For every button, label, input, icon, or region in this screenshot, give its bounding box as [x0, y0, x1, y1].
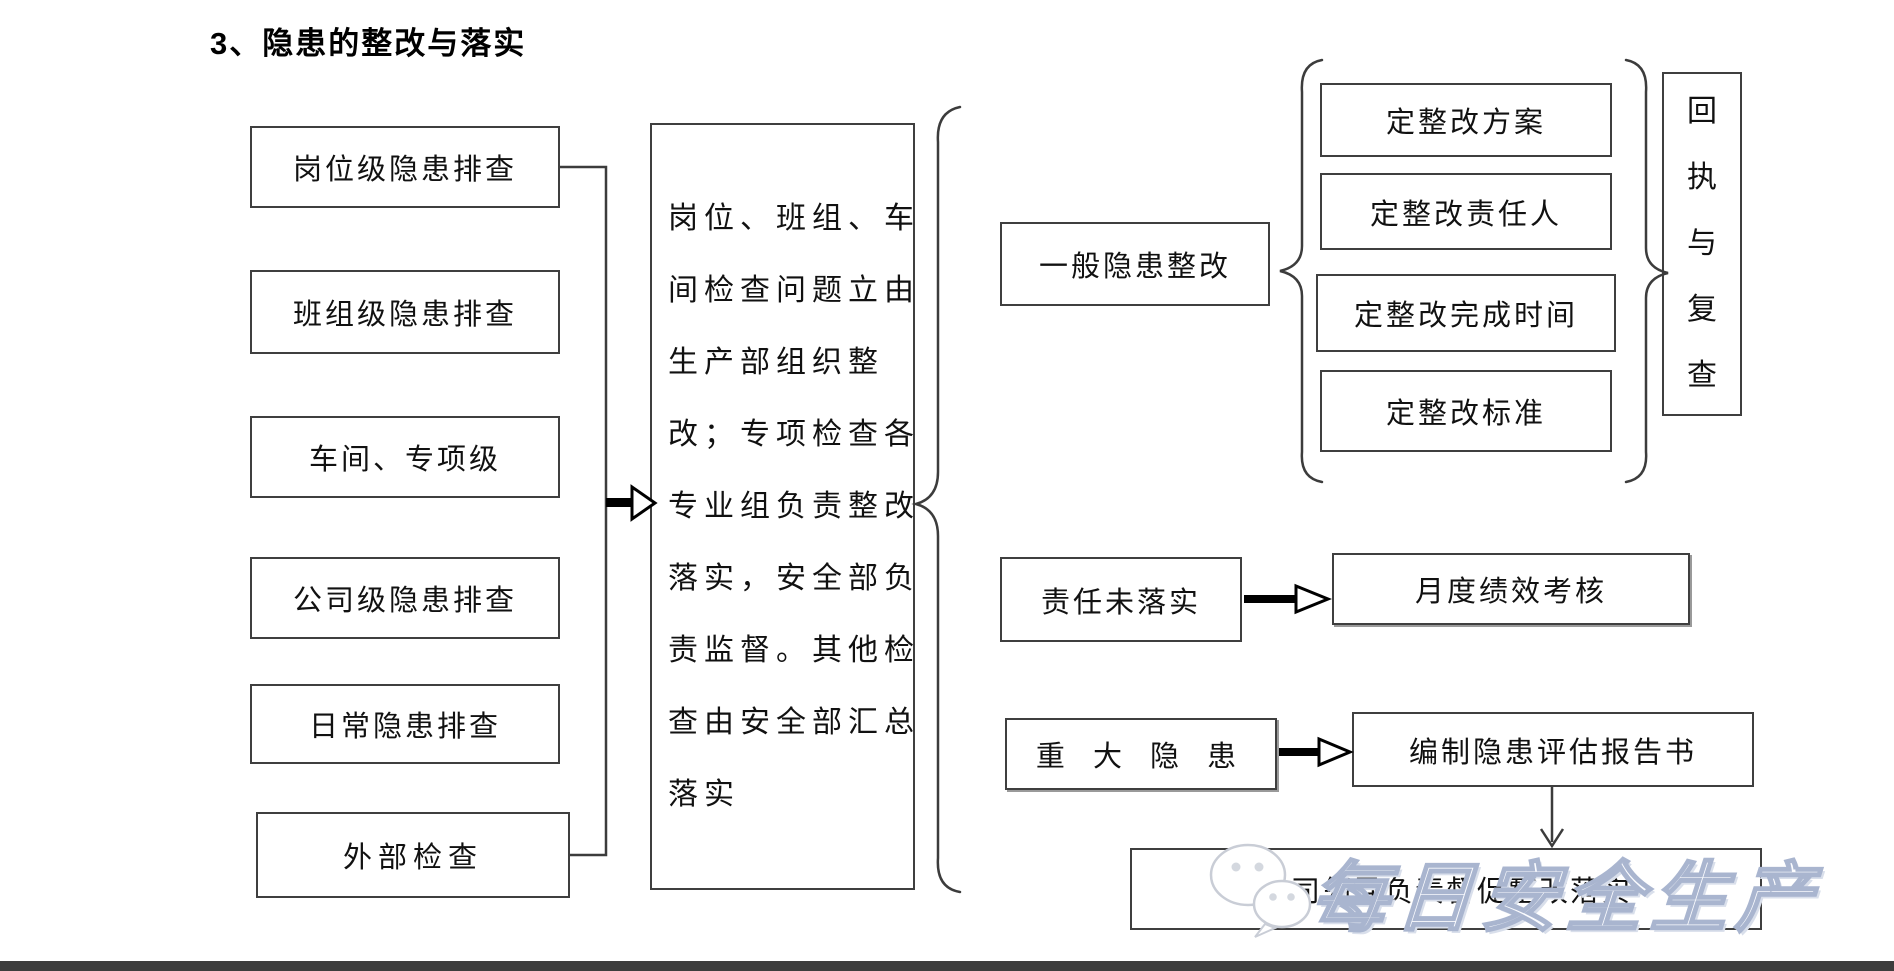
box-daily-check: 日常隐患排查: [250, 684, 560, 764]
box-step-completion-time: 定整改完成时间: [1316, 274, 1616, 352]
main-arrow-shaft: [606, 498, 634, 507]
center-note-line: 生产部组织整: [668, 345, 884, 379]
main-brace: [911, 105, 962, 894]
group-brace-left: [1279, 58, 1324, 484]
receipt-review-label: 回执与复查: [1687, 95, 1717, 392]
center-note-line: 间检查问题立由: [668, 273, 920, 307]
box-company-level-check: 公司级隐患排查: [250, 557, 560, 639]
bottom-edge-bar: [0, 961, 1894, 971]
assessment-arrow-head: [1294, 583, 1332, 615]
center-note-line: 专业组负责整改: [668, 489, 920, 523]
box-workshop-special-level: 车间、专项级: [250, 416, 560, 498]
box-external-check: 外部检查: [256, 812, 570, 898]
wechat-icon: [1205, 842, 1317, 947]
box-major-hidden-danger: 重 大 隐 患: [1005, 718, 1277, 790]
center-note-line: 落实: [668, 777, 740, 811]
center-note-line: 落实，安全部负: [668, 561, 920, 595]
box-step-plan: 定整改方案: [1320, 83, 1612, 157]
center-note-line: 改；专项检查各: [668, 417, 920, 451]
assessment-arrow-shaft: [1244, 595, 1298, 603]
box-general-rectification: 一般隐患整改: [1000, 222, 1270, 306]
box-assessment-report: 编制隐患评估报告书: [1352, 712, 1754, 787]
box-step-standard: 定整改标准: [1320, 370, 1612, 452]
box-center-note: 岗位、班组、车 间检查问题立由 生产部组织整 改；专项检查各 专业组负责整改 落…: [650, 123, 915, 890]
watermark-text: 每日安全生产: [1307, 855, 1825, 943]
box-monthly-performance-assessment: 月度绩效考核: [1332, 553, 1690, 625]
center-note-line: 责监督。其他检: [668, 633, 920, 667]
box-step-responsible-person: 定整改责任人: [1320, 173, 1612, 250]
center-note-line: 查由安全部汇总: [668, 705, 920, 739]
box-receipt-and-review: 回执与复查: [1662, 72, 1742, 416]
report-arrow-shaft: [1279, 748, 1321, 756]
box-team-level-check: 班组级隐患排查: [250, 270, 560, 354]
left-collector-line: [560, 165, 608, 857]
box-responsibility-unfulfilled: 责任未落实: [1000, 557, 1242, 642]
page-title: 3、隐患的整改与落实: [210, 26, 527, 61]
center-note-line: 岗位、班组、车: [668, 201, 920, 235]
box-post-level-check: 岗位级隐患排查: [250, 126, 560, 208]
report-arrow-head: [1317, 736, 1354, 768]
